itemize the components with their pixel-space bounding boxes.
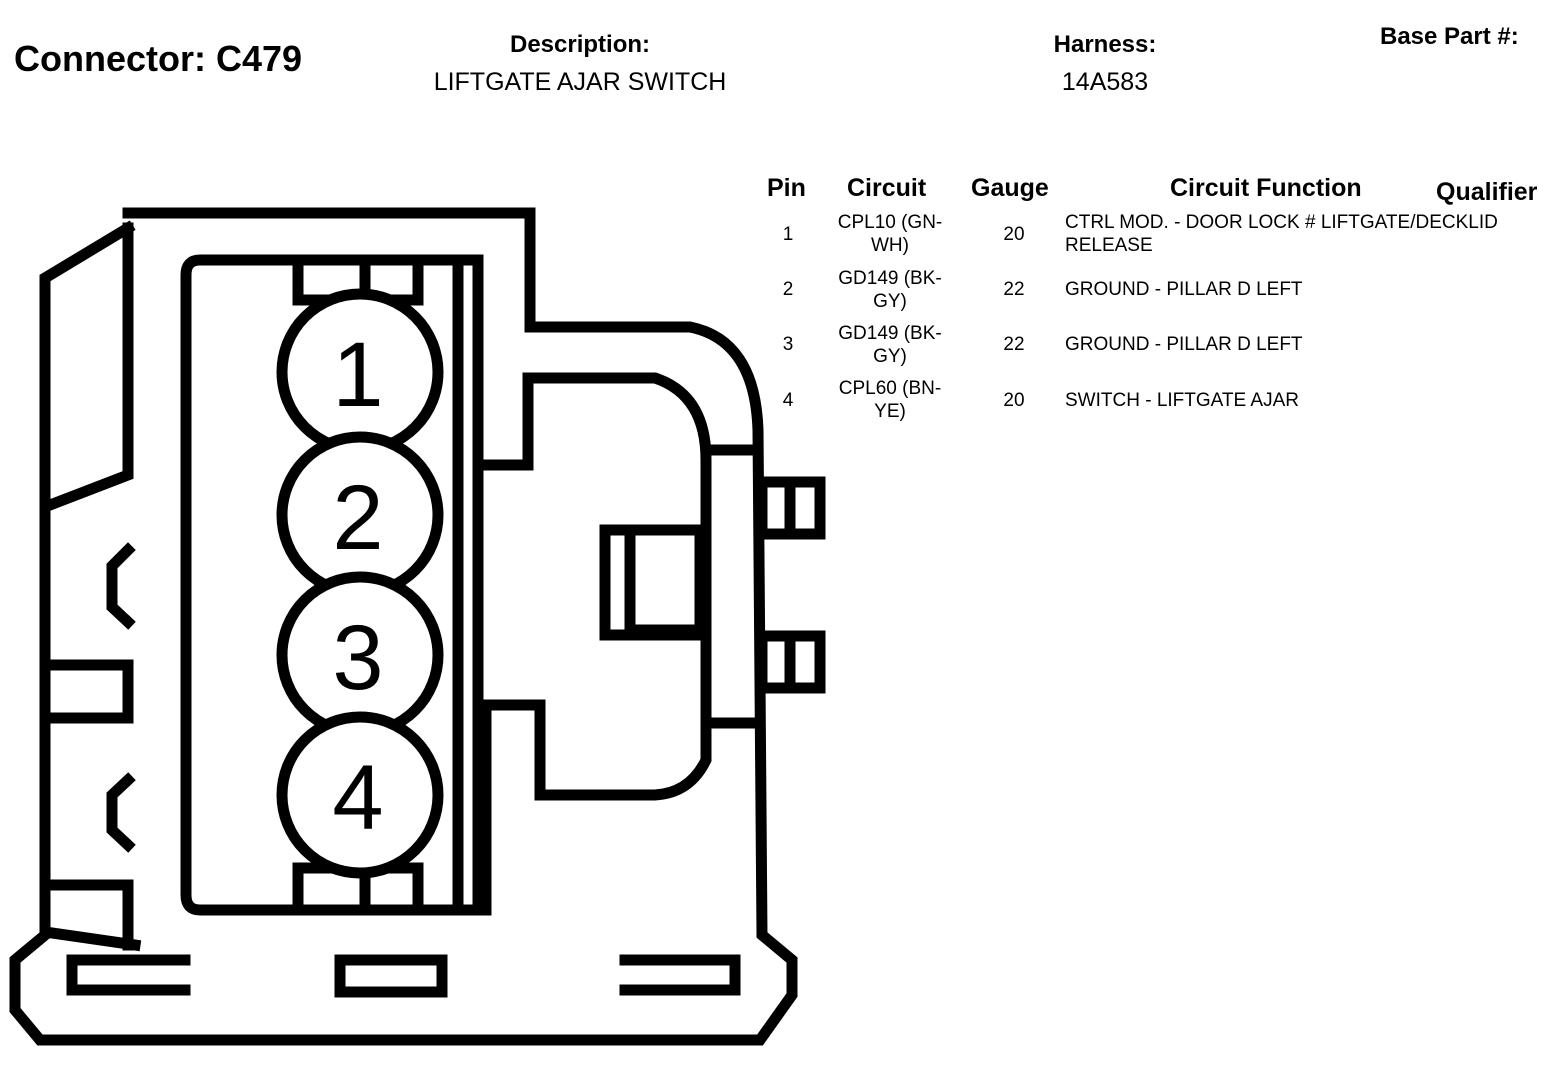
row-4-pin: 4 <box>782 390 794 411</box>
bottom-slot-center <box>334 954 448 998</box>
pin-cavity-4 <box>276 711 444 879</box>
pin-label-2: 2 <box>332 467 383 569</box>
row-2-circuit: GD149 (BK-GY) <box>838 268 942 312</box>
left-bump-lower <box>106 772 136 853</box>
row-4-circuit: CPL60 (BN-YE) <box>838 378 942 422</box>
housing-outline <box>9 207 798 1046</box>
pin-label-1: 1 <box>332 324 383 426</box>
row-3-pin: 3 <box>782 334 794 355</box>
row-1-circuit: CPL10 (GN-WH) <box>837 212 943 256</box>
row-2-pin: 2 <box>782 279 794 300</box>
right-latch-window <box>599 524 706 641</box>
row-4-function: SWITCH - LIFTGATE AJAR <box>1065 390 1299 411</box>
pin-column-header: Pin <box>767 174 806 202</box>
gauge-column-header: Gauge <box>971 174 1049 202</box>
circuit-column-header: Circuit <box>847 174 927 202</box>
connector-title: Connector: C479 <box>14 38 303 79</box>
harness-label: Harness: <box>1053 31 1157 58</box>
left-tab-middle <box>44 659 134 724</box>
bottom-slot-right <box>619 954 741 996</box>
pin-label-4: 4 <box>332 747 383 849</box>
row-1-gauge: 20 <box>1003 224 1025 245</box>
row-1-pin: 1 <box>782 224 794 245</box>
description-label: Description: <box>509 31 651 58</box>
row-2-gauge: 22 <box>1003 279 1025 300</box>
function-column-header: Circuit Function <box>1170 174 1362 202</box>
left-latch-inner <box>42 222 134 513</box>
row-1-function: CTRL MOD. - DOOR LOCK # LIFTGATE/DECKLID… <box>1065 212 1498 256</box>
row-3-function: GROUND - PILLAR D LEFT <box>1065 334 1303 355</box>
left-bottom-post <box>44 879 134 951</box>
connector-diagram: 1 2 3 4 <box>9 207 826 1046</box>
left-bump-upper <box>106 542 136 630</box>
row-3-circuit: GD149 (BK-GY) <box>838 323 942 367</box>
left-latch-rail <box>39 220 142 952</box>
pin-label-3: 3 <box>332 607 383 709</box>
qualifier-column-header: Qualifier <box>1436 178 1538 206</box>
base-part-label: Base Part #: <box>1380 23 1519 50</box>
row-2-function: GROUND - PILLAR D LEFT <box>1065 279 1303 300</box>
bottom-slot-left <box>66 954 191 996</box>
harness-value: 14A583 <box>1061 68 1149 96</box>
inner-cavity <box>180 254 712 916</box>
description-value: LIFTGATE AJAR SWITCH <box>433 68 727 96</box>
row-4-gauge: 20 <box>1003 390 1025 411</box>
row-3-gauge: 22 <box>1003 334 1025 355</box>
